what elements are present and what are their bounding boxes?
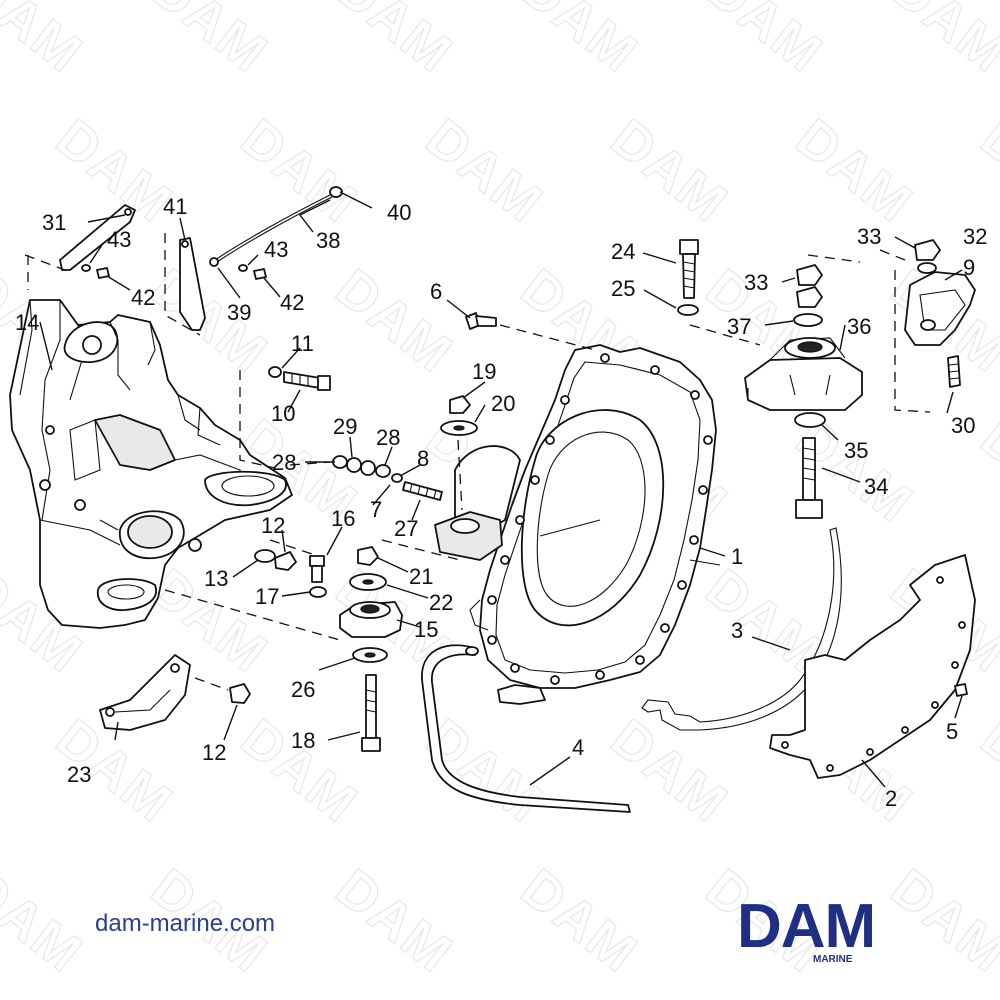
callout-23: 23 [67, 762, 91, 787]
callout-3: 3 [731, 618, 743, 643]
callout-12a: 12 [261, 513, 285, 538]
callout-17: 17 [255, 584, 279, 609]
callout-30: 30 [951, 413, 975, 438]
callout-10: 10 [271, 401, 295, 426]
callout-13: 13 [204, 566, 228, 591]
part-36-engine-mount [744, 337, 863, 411]
callout-4: 4 [572, 735, 584, 760]
callout-16: 16 [331, 506, 355, 531]
callout-22: 22 [429, 590, 453, 615]
callout-43a: 43 [107, 227, 131, 252]
callout-1: 1 [731, 544, 743, 569]
callout-37: 37 [727, 314, 751, 339]
callout-20: 20 [491, 391, 515, 416]
leader-lines [39, 191, 963, 788]
part-4-hose [421, 644, 631, 813]
callout-40: 40 [387, 200, 411, 225]
part-2-cover-plate [769, 554, 976, 779]
part-1-flywheel-housing [434, 344, 721, 705]
callout-11: 11 [291, 331, 314, 356]
part-9-bracket [904, 271, 976, 346]
callout-19: 19 [472, 359, 496, 384]
part-15-rubber-mount [339, 601, 403, 638]
part-14-stern-bracket [9, 299, 293, 629]
callout-43b: 43 [264, 237, 288, 262]
callout-39: 39 [227, 300, 251, 325]
callout-24: 24 [611, 239, 635, 264]
callout-26: 26 [291, 677, 315, 702]
callout-29: 29 [333, 414, 357, 439]
callout-21: 21 [409, 564, 433, 589]
callout-7: 7 [370, 497, 382, 522]
callout-35: 35 [844, 438, 868, 463]
callout-34: 34 [864, 474, 888, 499]
logo-sub: MARINE [813, 954, 853, 965]
callout-28a: 28 [272, 450, 296, 475]
fasteners [59, 186, 968, 752]
callout-42b: 42 [280, 290, 304, 315]
callout-41: 41 [163, 194, 187, 219]
dam-marine-logo: DAM MARINE [737, 897, 876, 965]
callout-8: 8 [417, 446, 429, 471]
callout-5: 5 [946, 719, 958, 744]
callout-33a: 33 [857, 224, 881, 249]
callout-numbers: 1 2 3 4 5 6 7 8 9 10 11 12 12 13 14 15 1… [15, 194, 987, 811]
part-23-bracket-plate [99, 654, 191, 731]
logo-word: DAM [737, 897, 875, 961]
callout-38: 38 [316, 228, 340, 253]
callout-6: 6 [430, 279, 442, 304]
website-link[interactable]: dam-marine.com [95, 910, 276, 937]
callout-32: 32 [963, 224, 987, 249]
assembly-guides [24, 233, 931, 691]
callout-2: 2 [885, 786, 897, 811]
callout-31: 31 [42, 210, 66, 235]
callout-9: 9 [963, 255, 975, 280]
callout-15: 15 [414, 617, 438, 642]
part-3-gasket [641, 527, 842, 731]
callout-14: 14 [15, 310, 39, 335]
callout-33b: 33 [744, 270, 768, 295]
callout-27: 27 [394, 516, 418, 541]
callout-36: 36 [847, 314, 871, 339]
callout-12b: 12 [202, 740, 226, 765]
callout-18: 18 [291, 728, 315, 753]
callout-42a: 42 [131, 285, 155, 310]
callout-25: 25 [611, 276, 635, 301]
callout-28b: 28 [376, 425, 400, 450]
